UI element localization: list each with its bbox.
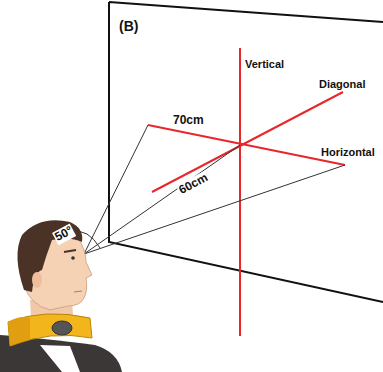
- ear: [32, 272, 42, 288]
- mouth: [74, 291, 82, 292]
- horizontal-line: [148, 125, 345, 165]
- axis-label: Horizontal: [320, 146, 376, 159]
- axis-label: Diagonal: [318, 78, 366, 91]
- screen-board: [109, 2, 383, 302]
- cervical-collar: [8, 314, 92, 346]
- shirt: [40, 345, 80, 372]
- axis-label: Vertical: [244, 58, 285, 71]
- dimension: 60cm: [176, 171, 211, 199]
- panel-letter: (B): [118, 18, 139, 34]
- collar-cutout: [52, 321, 72, 335]
- eyebrow: [64, 250, 76, 252]
- eye: [71, 256, 75, 260]
- vertical-line: [239, 48, 241, 336]
- dimension: 70cm: [172, 114, 205, 128]
- diagonal-line: [152, 92, 343, 192]
- sight-line: [84, 165, 345, 254]
- sight-line: [84, 125, 148, 254]
- hair: [17, 220, 82, 292]
- collar-side: [8, 317, 30, 346]
- sight-line: [84, 145, 240, 254]
